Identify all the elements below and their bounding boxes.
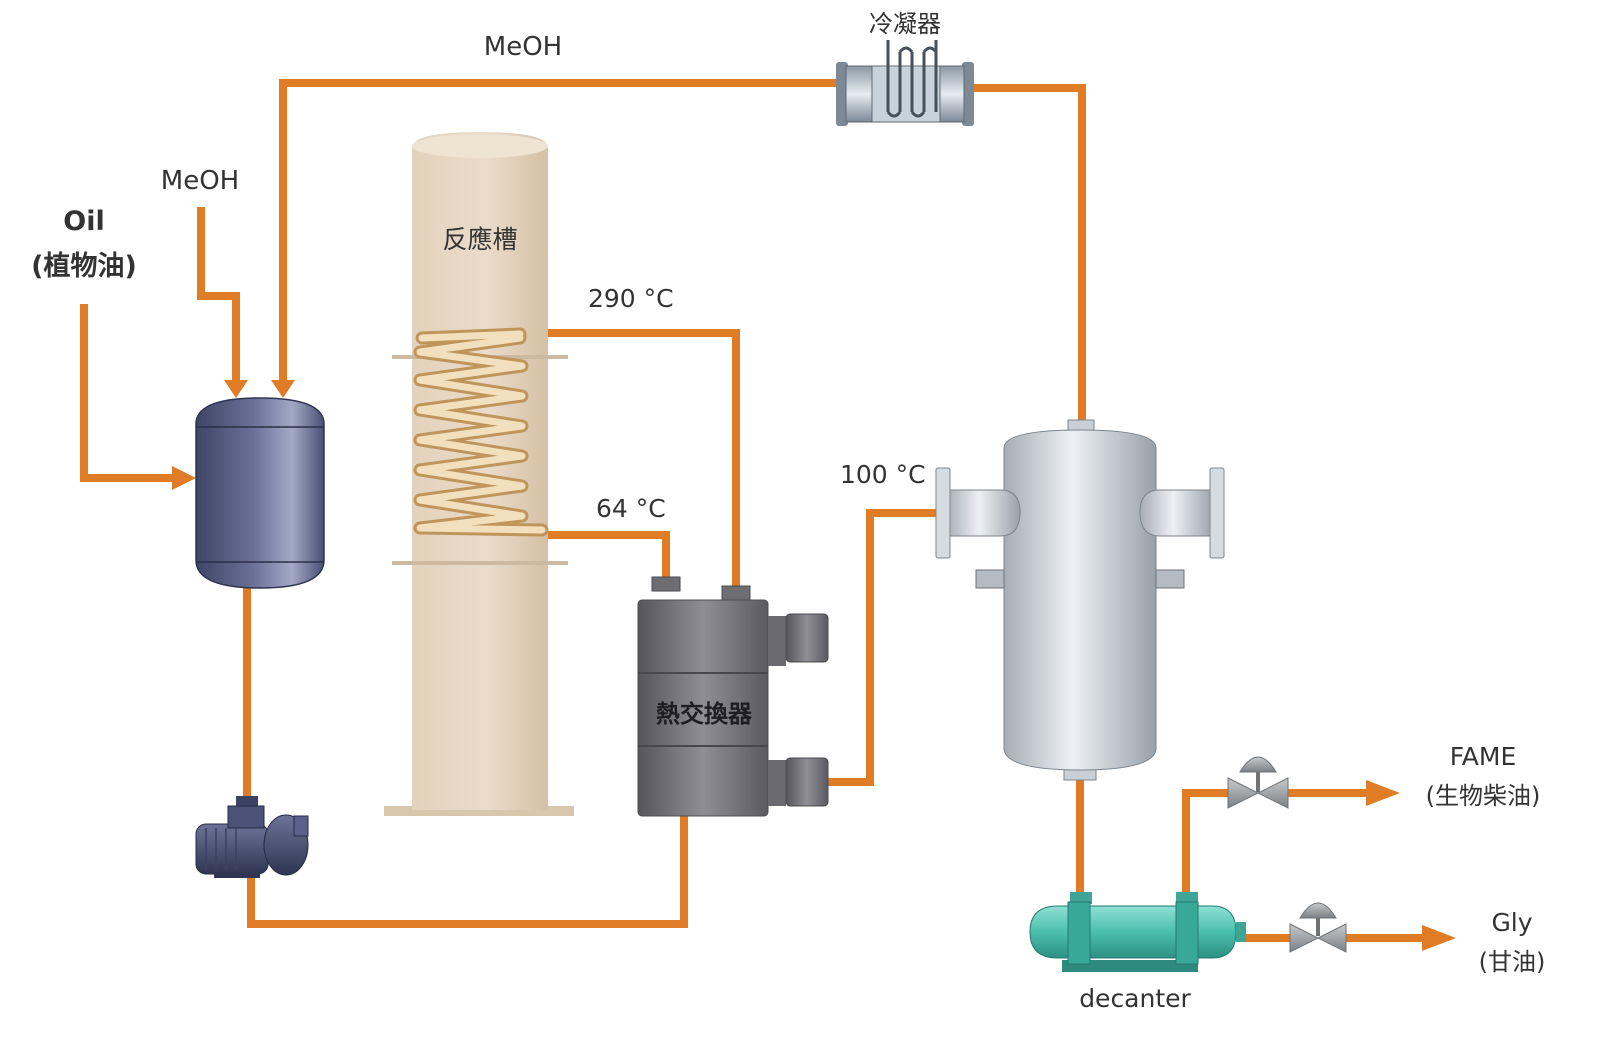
- pipes: [80, 79, 1426, 942]
- label-decanter: decanter: [1079, 984, 1191, 1013]
- arrow-fame: [1366, 780, 1400, 806]
- pipe-meoh-feed: [197, 207, 240, 383]
- label-heat-exchanger: 熱交換器: [656, 700, 752, 728]
- label-fame: FAME: [1449, 742, 1517, 771]
- reactor-coil: [413, 327, 549, 537]
- label-reactor: 反應槽: [442, 225, 518, 254]
- separator-vessel: [935, 419, 1225, 781]
- flow-arrows: [172, 380, 1456, 951]
- label-meoh-feed: MeOH: [160, 166, 240, 196]
- arrow-meoh-recycle: [271, 380, 295, 398]
- label-fame-cn: (生物柴油): [1425, 782, 1541, 810]
- pipe-oil-feed: [80, 304, 176, 482]
- arrow-gly: [1422, 925, 1456, 951]
- pipe-condenser-to-separator: [970, 84, 1086, 420]
- pipe-meoh-recycle: [279, 79, 846, 383]
- label-meoh-recycle: MeOH: [483, 32, 563, 62]
- arrow-meoh-feed: [224, 380, 248, 398]
- valve-fame[interactable]: [1227, 756, 1289, 809]
- heat-exchanger: [637, 576, 829, 817]
- valve-gly[interactable]: [1289, 902, 1347, 953]
- label-temp-290: 290 °C: [588, 284, 674, 313]
- pipe-hx-to-separator: [828, 509, 936, 786]
- label-gly-cn: (甘油): [1478, 948, 1546, 976]
- pump: [195, 796, 309, 878]
- label-oil-cn: (植物油): [31, 251, 137, 282]
- pipe-reactor-64-to-hx: [545, 531, 670, 580]
- label-gly: Gly: [1491, 908, 1533, 937]
- label-temp-100: 100 °C: [840, 460, 926, 489]
- label-oil: Oil: [63, 206, 105, 237]
- condenser: [836, 40, 974, 126]
- label-temp-64: 64 °C: [596, 494, 666, 523]
- pipe-decanter-to-fame: [1182, 789, 1232, 898]
- label-condenser: 冷凝器: [869, 10, 941, 38]
- mixing-tank: [195, 397, 325, 589]
- decanter-vessel: [1029, 892, 1246, 972]
- pipe-pump-to-hx: [247, 816, 688, 928]
- arrow-oil-feed: [172, 466, 196, 490]
- pipe-reactor-290-to-hx: [545, 329, 740, 588]
